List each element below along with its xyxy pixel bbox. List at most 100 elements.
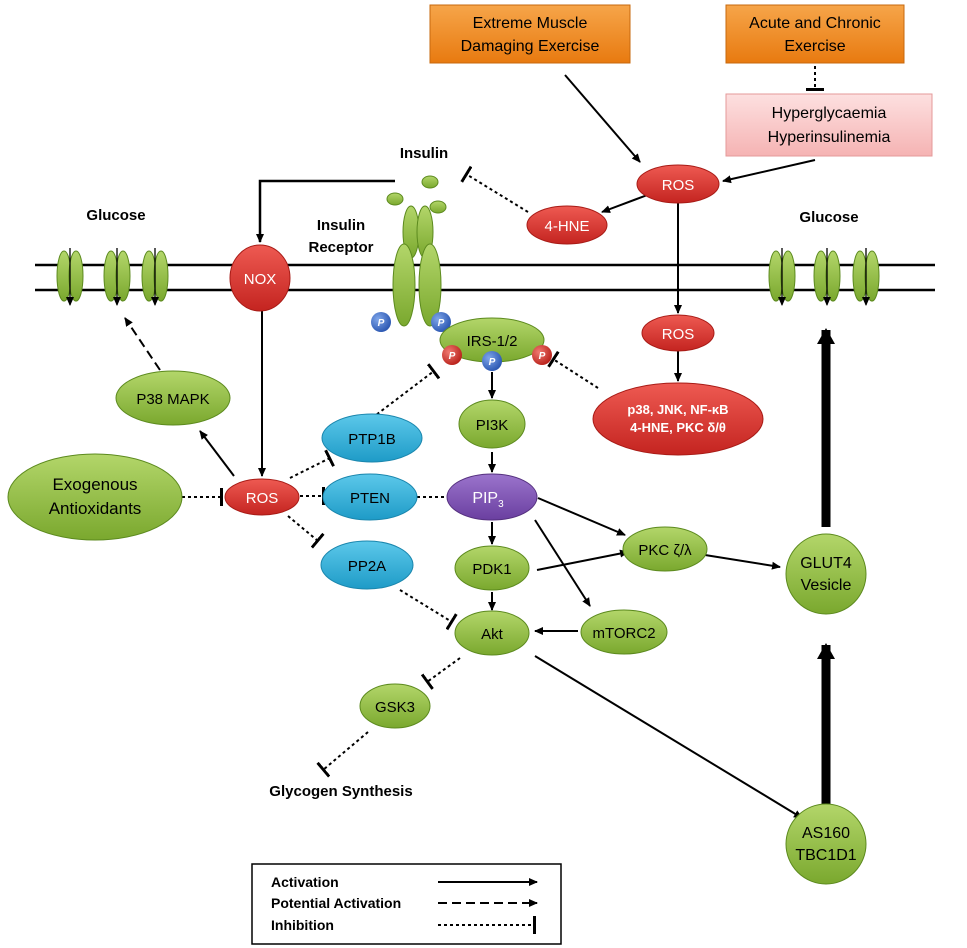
irs-node: IRS-1/2 <box>439 317 545 363</box>
mtorc2-node: mTORC2 <box>580 609 668 655</box>
nox-node: NOX <box>229 244 291 312</box>
ros-left-node: ROS <box>224 478 300 516</box>
edge-pip3-to-mtorc2 <box>534 519 591 607</box>
svg-text:AS160: AS160 <box>802 825 850 842</box>
svg-text:P38 MAPK: P38 MAPK <box>136 391 209 408</box>
glucose-transporters-left <box>56 250 169 302</box>
ros-mid-node: ROS <box>641 314 715 352</box>
edge-pp2a-inhibits-akt <box>399 589 458 631</box>
glycogen-synthesis-label: Glycogen Synthesis <box>269 783 412 800</box>
hyperglycaemia-box: Hyperglycaemia Hyperinsulinemia <box>725 93 933 157</box>
phospho-receptor-left: P <box>371 312 391 332</box>
extreme-muscle-damage-box: Extreme Muscle Damaging Exercise <box>429 4 631 64</box>
edge-ros-to-4hne <box>601 193 651 213</box>
edge-muscle-damage-to-ros <box>564 74 641 163</box>
edge-pip3-to-pkc <box>537 497 626 536</box>
stress-kinases-node: p38, JNK, NF-κB 4-HNE, PKC δ/θ <box>592 382 764 456</box>
svg-text:PKC ζ/λ: PKC ζ/λ <box>638 542 692 559</box>
edge-p38-to-glucose <box>124 317 161 371</box>
svg-text:PI3K: PI3K <box>476 417 509 434</box>
svg-text:TBC1D1: TBC1D1 <box>795 847 856 864</box>
svg-text:P: P <box>378 318 385 329</box>
edge-pkc-to-glut4 <box>704 554 781 570</box>
glucose-left-label: Glucose <box>86 207 145 224</box>
ptp1b-node: PTP1B <box>321 413 423 463</box>
edges <box>124 66 835 819</box>
pip3-subscript: 3 <box>498 499 504 510</box>
svg-text:GSK3: GSK3 <box>375 699 415 716</box>
edge-ros-inhibits-pp2a <box>287 515 325 549</box>
svg-text:Akt: Akt <box>481 626 504 643</box>
svg-text:PDK1: PDK1 <box>472 561 511 578</box>
edge-akt-inhibits-gsk3 <box>420 657 461 690</box>
edge-akt-to-as160 <box>534 655 803 819</box>
insulin-receptor-label-2: Receptor <box>308 239 373 256</box>
phospho-receptor-right: P <box>431 312 451 332</box>
pi3k-node: PI3K <box>458 399 526 449</box>
glucose-transport-arrows-right <box>778 248 870 306</box>
pkc-node: PKC ζ/λ <box>622 526 708 572</box>
glucose-right-label: Glucose <box>799 209 858 226</box>
svg-text:Damaging Exercise: Damaging Exercise <box>461 38 600 55</box>
svg-text:Vesicle: Vesicle <box>801 577 852 594</box>
legend: Activation Potential Activation Inhibiti… <box>251 863 562 945</box>
svg-text:ROS: ROS <box>662 326 695 343</box>
edge-ptp1b-inhibits-irs <box>371 363 441 419</box>
phospho-irs-left: P <box>442 345 462 365</box>
ros-top-node: ROS <box>636 164 720 204</box>
svg-text:Exogenous: Exogenous <box>52 475 137 494</box>
svg-text:4-HNE, PKC δ/θ: 4-HNE, PKC δ/θ <box>630 420 726 435</box>
svg-text:IRS-1/2: IRS-1/2 <box>467 333 518 350</box>
glut4-vesicle-node: GLUT4 Vesicle <box>785 533 867 615</box>
pten-node: PTEN <box>322 473 418 521</box>
phospho-irs-right: P <box>532 345 552 365</box>
svg-text:Exercise: Exercise <box>784 38 845 55</box>
svg-text:Extreme Muscle: Extreme Muscle <box>473 15 588 32</box>
akt-node: Akt <box>454 610 530 656</box>
svg-text:Hyperglycaemia: Hyperglycaemia <box>772 105 887 122</box>
edge-gsk3-inhibits-glycogen <box>316 731 369 778</box>
edge-pdk1-to-pkc <box>536 549 629 571</box>
phospho-irs-center: P <box>482 351 502 371</box>
svg-text:mTORC2: mTORC2 <box>592 625 655 642</box>
pdk1-node: PDK1 <box>454 545 530 591</box>
edge-insulin-to-nox <box>256 179 395 243</box>
pp2a-node: PP2A <box>320 540 414 590</box>
svg-text:Hyperinsulinemia: Hyperinsulinemia <box>768 129 891 146</box>
insulin-molecules <box>386 175 447 214</box>
glucose-transporters-right <box>768 250 880 302</box>
svg-text:P: P <box>539 351 546 362</box>
insulin-receptor-label-1: Insulin <box>317 217 365 234</box>
svg-text:Acute and Chronic: Acute and Chronic <box>749 15 881 32</box>
svg-text:Antioxidants: Antioxidants <box>49 499 142 518</box>
svg-text:ROS: ROS <box>246 490 279 507</box>
svg-text:P: P <box>449 351 456 362</box>
svg-text:PTEN: PTEN <box>350 490 390 507</box>
svg-text:P: P <box>438 318 445 329</box>
legend-activation-label: Activation <box>271 874 339 890</box>
edge-ros-inhibits-ptp1b <box>289 449 335 479</box>
cell-membrane <box>35 263 935 292</box>
exogenous-antioxidants-node: Exogenous Antioxidants <box>7 453 183 541</box>
svg-text:4-HNE: 4-HNE <box>544 218 589 235</box>
pip3-node: PIP3 <box>446 473 538 521</box>
as160-node: AS160 TBC1D1 <box>785 803 867 885</box>
svg-text:p38, JNK, NF-κB: p38, JNK, NF-κB <box>627 402 728 417</box>
4-hne-node: 4-HNE <box>526 205 608 245</box>
acute-chronic-exercise-box: Acute and Chronic Exercise <box>725 4 905 64</box>
pip3-label: PIP <box>472 490 498 507</box>
insulin-label: Insulin <box>400 145 448 162</box>
insulin-receptor <box>392 205 442 327</box>
edge-stress-inhibits-irs <box>547 350 599 389</box>
svg-text:P: P <box>489 357 496 368</box>
svg-text:PP2A: PP2A <box>348 558 386 575</box>
edge-ros-to-p38 <box>199 430 235 477</box>
svg-text:ROS: ROS <box>662 177 695 194</box>
glucose-transport-arrows-left <box>66 248 159 306</box>
gsk3-node: GSK3 <box>359 683 431 729</box>
svg-text:NOX: NOX <box>244 271 277 288</box>
p38-mapk-node: P38 MAPK <box>115 370 231 426</box>
svg-text:PIP3: PIP3 <box>472 490 504 510</box>
svg-text:PTP1B: PTP1B <box>348 431 396 448</box>
